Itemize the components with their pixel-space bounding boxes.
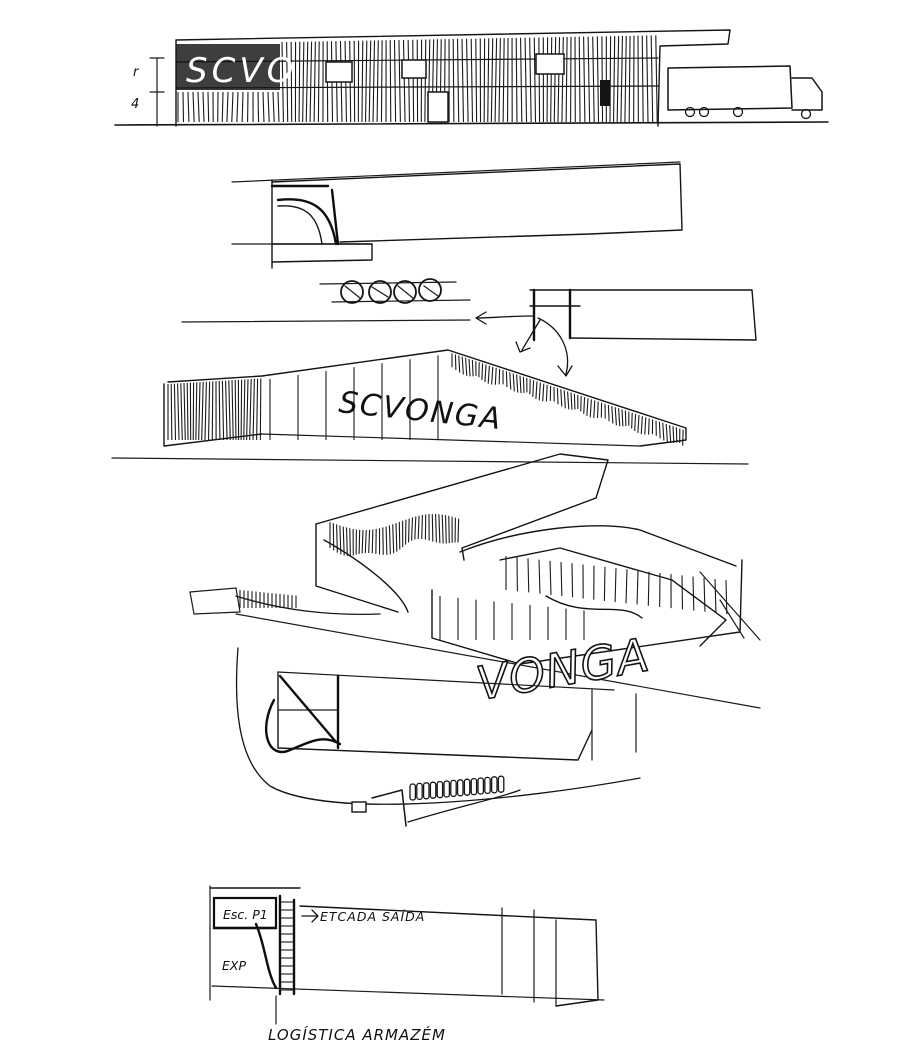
label-ground-floor: EXP bbox=[222, 958, 246, 973]
elevation-sketch: SCVO r 4 bbox=[114, 29, 829, 127]
section-sketch-1 bbox=[231, 161, 683, 269]
elevation-level-bottom: 4 bbox=[131, 97, 139, 112]
section-sketch-3 bbox=[235, 647, 641, 805]
axon-sign: VONGA bbox=[473, 627, 654, 710]
perspective-hatching bbox=[167, 353, 684, 446]
section-sketch-2 bbox=[181, 288, 757, 377]
parking-row bbox=[351, 775, 521, 827]
perspective-sign: SCVONGA bbox=[337, 385, 504, 437]
elevation-level-top: r bbox=[133, 65, 140, 80]
elevation-sign: SCVO bbox=[186, 51, 297, 91]
bottom-caption: LOGÍSTICA ARMAZÉM bbox=[268, 1025, 446, 1044]
label-upper-floor: Esc. P1 bbox=[223, 907, 268, 922]
label-mezzanine: ETCADA SAÍDA bbox=[320, 909, 425, 924]
axonometric-hatching bbox=[239, 514, 728, 640]
stair-ladder bbox=[280, 901, 294, 991]
section-sketch-4: Esc. P1 EXP ETCADA SAÍDA LOGÍSTICA ARMAZ… bbox=[209, 885, 605, 1044]
perspective-sketch: SCVONGA bbox=[111, 349, 749, 465]
axonometric-sketch: VONGA bbox=[189, 453, 761, 712]
parking-stalls bbox=[409, 775, 505, 801]
tree-circles bbox=[319, 278, 471, 304]
